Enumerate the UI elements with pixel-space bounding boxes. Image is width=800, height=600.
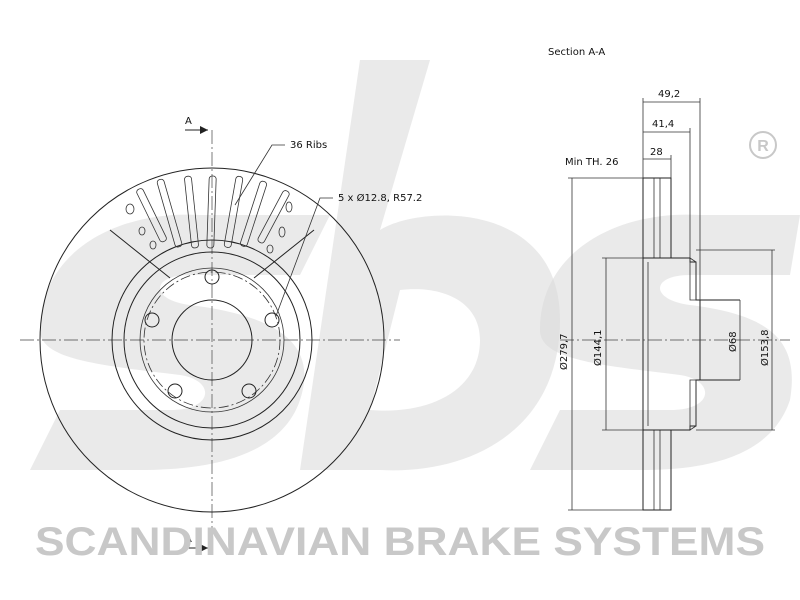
bolt-hole [264, 312, 280, 328]
dim-thickness: 28 [650, 147, 663, 158]
dia-outer: Ø279,7 [558, 334, 570, 371]
bolt-hole [241, 383, 257, 399]
bolt-hole [204, 269, 220, 285]
dim-total-width: 49,2 [658, 89, 680, 100]
holes-leader-line [275, 197, 333, 317]
ventilation-ribs [109, 175, 315, 279]
center-bore [171, 299, 253, 381]
min-thickness-label: Min TH. 26 [565, 157, 618, 168]
section-title: Section A-A [548, 47, 605, 58]
section-arrow-bottom: A [185, 534, 208, 552]
brand-tagline: SCANDINAVIAN BRAKE SYSTEMS [35, 520, 765, 564]
section-arrow-top: A [185, 116, 208, 134]
registered-mark: R [749, 131, 777, 159]
bolt-hole [167, 383, 183, 399]
bolt-hole [144, 312, 160, 328]
dia-hat: Ø144,1 [592, 330, 604, 367]
hat-outer [123, 251, 301, 429]
section-view: Section A-A 49,2 41,4 28 Min TH. 26 [548, 47, 790, 511]
front-view: A A 36 Ribs 5 x Ø12.8, R57.2 [20, 116, 422, 555]
section-marker-top: A [185, 116, 192, 127]
holes-label: 5 x Ø12.8, R57.2 [338, 192, 422, 204]
ribs-label: 36 Ribs [290, 140, 327, 151]
sbs-watermark-logo [30, 60, 800, 471]
dia-hub: Ø153,8 [759, 330, 771, 367]
hat-step [139, 267, 285, 413]
dim-hat-width: 41,4 [652, 119, 674, 130]
outer-rim [39, 167, 385, 513]
friction-ring-inner [111, 239, 313, 441]
bolt-circle [143, 271, 281, 409]
registered-mark-letter: R [757, 138, 769, 155]
section-marker-bottom: A [185, 534, 192, 545]
dia-bore: Ø68 [727, 331, 739, 352]
ribs-leader-line [234, 144, 285, 206]
